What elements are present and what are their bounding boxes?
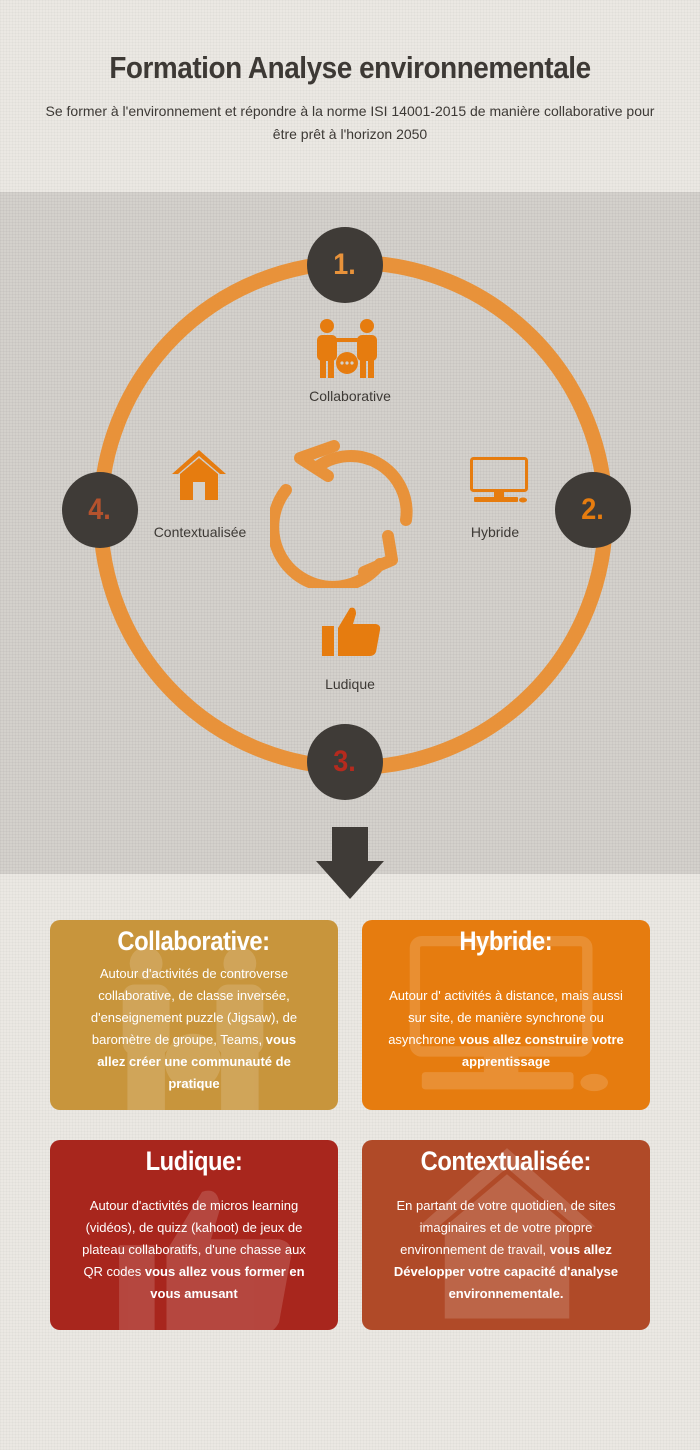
- people-meeting-icon: [317, 319, 377, 378]
- page-subtitle: Se former à l'environnement et répondre …: [45, 103, 655, 142]
- card-collaborative: Collaborative: Autour d'activités de con…: [50, 920, 338, 1110]
- step-number-1: 1.: [333, 248, 357, 281]
- computer-watermark-icon: [409, 935, 608, 1092]
- down-arrow-icon: [316, 827, 384, 899]
- card-bold-ludique: vous allez vous former en vous amusant: [144, 1264, 305, 1301]
- card-bold-hybride: vous allez construire votre apprentissag…: [459, 1032, 624, 1069]
- card-text-ludique: Autour d'activités de micros learning (v…: [82, 1198, 306, 1301]
- desktop-computer-icon: [470, 457, 528, 503]
- card-title-ludique: Ludique:: [145, 1146, 243, 1176]
- card-text-contextualisee: En partant de votre quotidien, de sites …: [393, 1198, 619, 1301]
- step-number-3: 3.: [333, 745, 357, 778]
- card-bold-collaborative: vous allez créer une communauté de prati…: [97, 1032, 297, 1091]
- step-node-3: 3.: [307, 724, 383, 800]
- label-contextualisee: Contextualisée: [153, 524, 247, 540]
- thumbs-up-watermark-icon: [119, 1190, 292, 1330]
- house-icon: [172, 450, 226, 500]
- step-number-4: 4.: [88, 493, 112, 526]
- step-number-2: 2.: [581, 493, 605, 526]
- card-hybride: Hybride: Autour d' activités à distance,…: [362, 920, 650, 1110]
- cycle-arrows-icon: [270, 440, 413, 588]
- house-watermark-icon: [418, 1148, 596, 1319]
- card-title-collaborative: Collaborative:: [117, 926, 271, 956]
- card-contextualisee: Contextualisée: En partant de votre quot…: [362, 1140, 650, 1330]
- step-node-1: 1.: [307, 227, 383, 303]
- card-text-hybride: Autour d' activités à distance, mais aus…: [388, 988, 624, 1069]
- step-node-2: 2.: [555, 472, 631, 548]
- label-ludique: Ludique: [325, 676, 375, 692]
- thumbs-up-icon: [322, 607, 381, 656]
- card-title-hybride: Hybride:: [459, 926, 553, 956]
- step-node-4: 4.: [62, 472, 138, 548]
- label-collaborative: Collaborative: [309, 388, 391, 404]
- card-text-collaborative: Autour d'activités de controverse collab…: [90, 966, 298, 1091]
- card-ludique: Ludique: Autour d'activités de micros le…: [50, 1140, 338, 1330]
- card-title-contextualisee: Contextualisée:: [420, 1146, 592, 1176]
- card-bold-contextualisee: vous allez Développer votre capacité d'a…: [393, 1242, 619, 1301]
- people-watermark-icon: [122, 946, 264, 1110]
- label-hybride: Hybride: [470, 524, 520, 540]
- page-title: Formation Analyse environnementale: [109, 50, 591, 85]
